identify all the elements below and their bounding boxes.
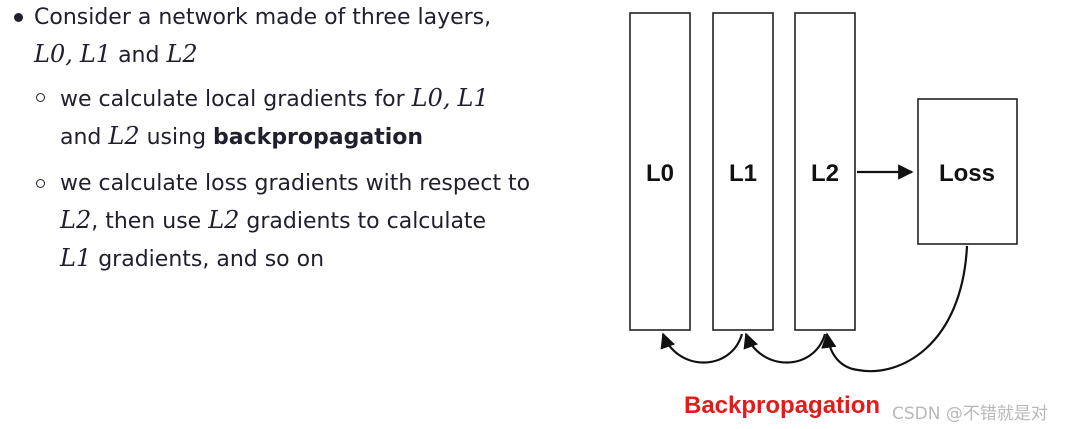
sub-bullet-loss-gradients: we calculate loss gradients with respect… bbox=[10, 166, 570, 278]
sub-text: gradients, and so on bbox=[98, 247, 325, 272]
sub-text: we calculate local gradients for bbox=[60, 87, 405, 112]
layer-box-l2 bbox=[794, 12, 856, 331]
backprop-arrow-l1-to-l0 bbox=[660, 332, 744, 364]
layer-box-l0 bbox=[629, 12, 691, 331]
watermark: CSDN @不错就是对 bbox=[892, 404, 1048, 424]
sub-text: and bbox=[60, 125, 102, 150]
math-l2: L2 bbox=[60, 206, 92, 234]
backprop-arrow-l2-to-l1 bbox=[743, 332, 827, 364]
bullet-dot-icon bbox=[14, 13, 23, 22]
bullet-main: Consider a network made of three layers,… bbox=[10, 0, 570, 74]
math-l1: L1 bbox=[457, 84, 489, 112]
loss-label: Loss bbox=[939, 160, 995, 187]
math-l0: L0 bbox=[411, 84, 443, 112]
sub-bullet-ring-icon bbox=[36, 179, 45, 188]
sub-text: , then use bbox=[91, 209, 202, 234]
backprop-arrow-loss-to-l2 bbox=[821, 245, 969, 373]
backprop-label: Backpropagation bbox=[684, 392, 880, 419]
sub-bullet-local-gradients: we calculate local gradients for L0, L1 … bbox=[10, 80, 570, 156]
loss-box bbox=[917, 98, 1018, 245]
layer-label-l0: L0 bbox=[646, 160, 674, 187]
layer-box-l1 bbox=[712, 12, 774, 331]
math-l1: L1 bbox=[60, 244, 92, 272]
math-l2: L2 bbox=[108, 122, 140, 150]
layer-label-l2: L2 bbox=[811, 160, 839, 187]
sub-text: gradients to calculate bbox=[246, 209, 487, 234]
sub-text: we calculate loss gradients with respect… bbox=[60, 171, 531, 196]
math-l2: L2 bbox=[208, 206, 240, 234]
sub-bold-backpropagation: backpropagation bbox=[213, 125, 424, 150]
bullet-conj: and bbox=[118, 43, 160, 68]
math-l2: L2 bbox=[166, 40, 198, 68]
sub-bullet-ring-icon bbox=[36, 93, 45, 102]
bullet-list: Consider a network made of three layers,… bbox=[10, 0, 570, 278]
math-l0: L0 bbox=[34, 40, 66, 68]
math-sep: , bbox=[442, 84, 451, 112]
sub-text: using bbox=[146, 125, 207, 150]
math-l1: L1 bbox=[79, 40, 112, 68]
math-sep: , bbox=[65, 40, 73, 68]
layer-label-l1: L1 bbox=[729, 160, 757, 187]
bullet-text: Consider a network made of three layers, bbox=[34, 5, 492, 30]
